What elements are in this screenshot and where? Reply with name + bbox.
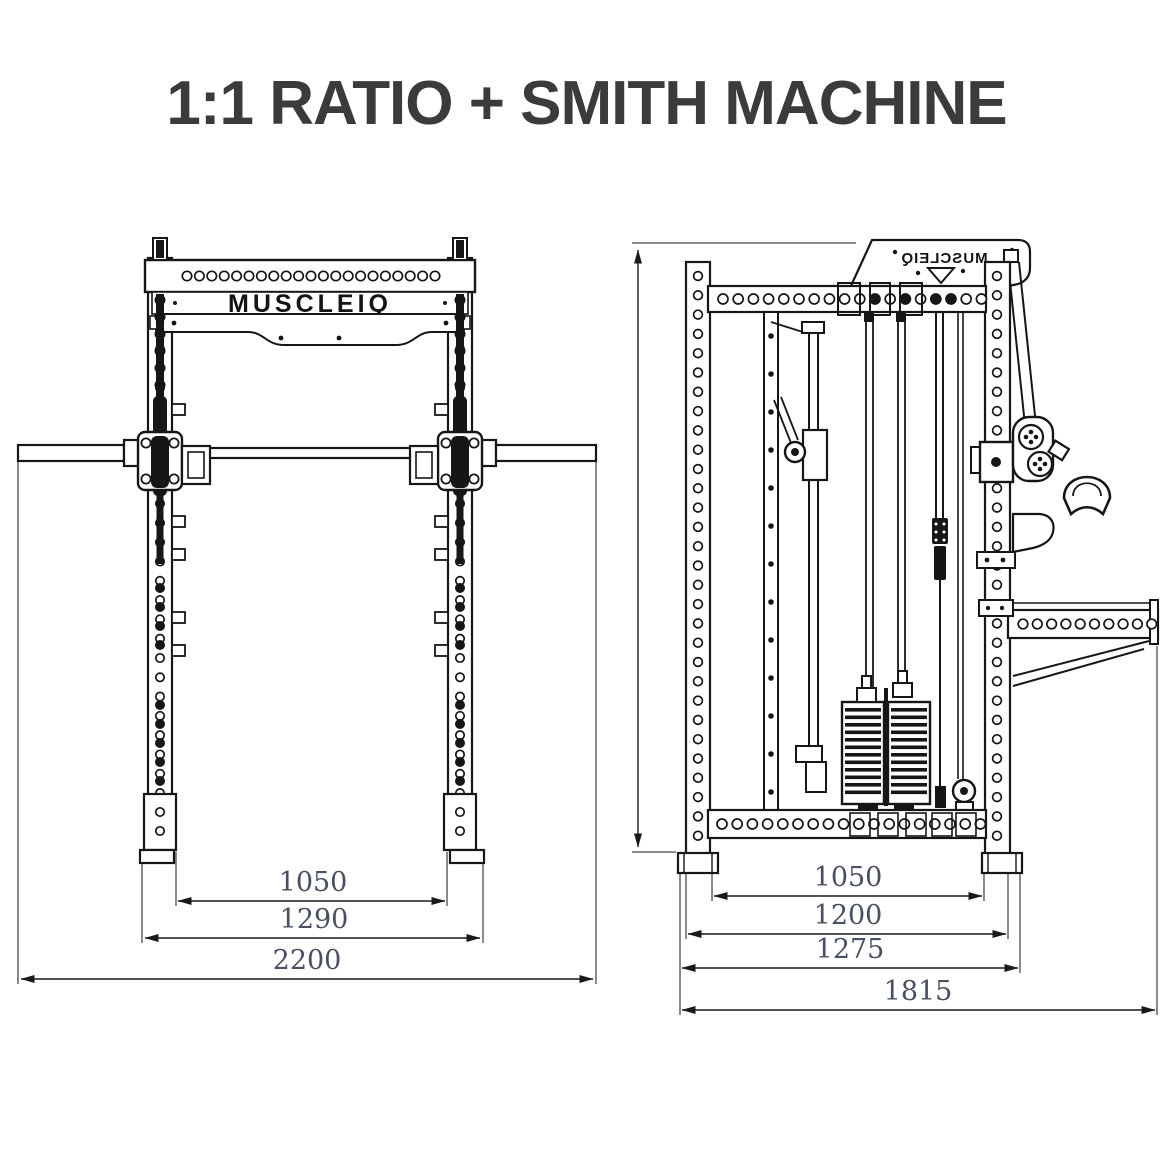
- side-dim-total: 1815: [884, 976, 953, 1007]
- smith-barbell: [16, 438, 598, 468]
- front-dim-inner: 1050: [279, 867, 348, 898]
- front-crossbar-holes: [181, 270, 441, 282]
- side-feet: [676, 851, 1024, 875]
- front-base-holes: [154, 806, 466, 837]
- stirrup-handle: [1062, 475, 1112, 517]
- side-dim-feet: 1275: [816, 934, 885, 965]
- side-height-dimension: [632, 242, 856, 853]
- upright-clamp: [976, 551, 1016, 569]
- side-top-beam-filled-holes: [869, 294, 956, 304]
- j-hook: [1011, 512, 1055, 554]
- smith-carriage-left: [136, 396, 212, 496]
- smith-guide-rods: [152, 237, 468, 564]
- side-arm-holes: [1017, 618, 1158, 630]
- front-dim-base: 1290: [280, 904, 349, 935]
- front-view-drawing: MUSCLEIQ: [16, 237, 598, 984]
- side-view-drawing: MUSCLEIQ: [632, 238, 1160, 1015]
- side-guide-rods: [795, 321, 827, 793]
- side-feet-lines: [683, 853, 1017, 873]
- side-base-beam-holes: [716, 818, 987, 830]
- side-inner-upright-dots: [768, 333, 774, 795]
- side-top-beam-brackets: [837, 282, 923, 316]
- side-extension-lines: [679, 646, 1158, 1015]
- side-smith-rail: [1003, 249, 1038, 436]
- belt-and-connectors: [932, 312, 948, 808]
- front-upright-pegs: [171, 403, 449, 657]
- weight-stack: [840, 670, 932, 812]
- side-carriage: [773, 396, 829, 482]
- front-bases: [138, 792, 486, 865]
- side-left-upright-holes: [692, 270, 704, 841]
- side-base-beam-brackets: [849, 812, 977, 837]
- smith-carriage-right: [408, 396, 484, 496]
- brand-logo-side-mirrored: MUSCLEIQ: [900, 250, 987, 267]
- pulley-carriage: [970, 415, 1071, 484]
- front-gusset-plate: [149, 313, 471, 346]
- cable-and-bottom-pulley: [951, 312, 977, 812]
- front-dim-bar: 2200: [273, 945, 342, 976]
- weight-stack-rods: [865, 312, 906, 700]
- side-dimensions: [681, 892, 1156, 1014]
- page-title: 1:1 RATIO + SMITH MACHINE: [166, 69, 1007, 138]
- front-upright-pin-dots: [155, 583, 465, 786]
- front-dimensions: [20, 897, 594, 983]
- front-extension-lines: [17, 462, 597, 984]
- side-dim-frame: 1200: [814, 900, 883, 931]
- side-dim-inner: 1050: [814, 862, 883, 893]
